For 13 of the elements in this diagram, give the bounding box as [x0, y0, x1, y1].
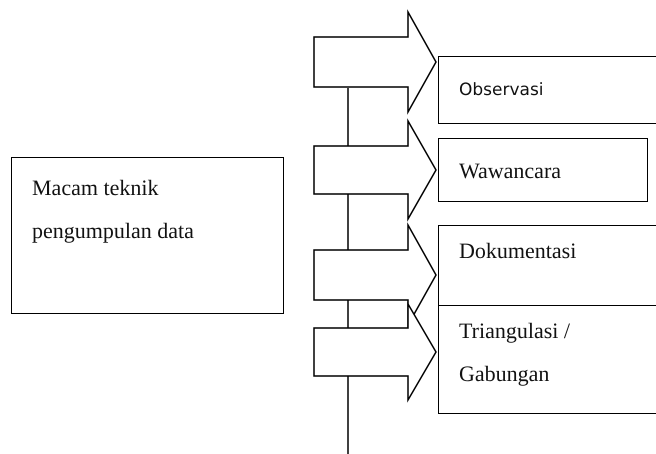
topic-box: [11, 157, 284, 314]
block-arrow: [313, 9, 437, 115]
box-label: Wawancara: [459, 157, 562, 185]
technique-box: [438, 305, 656, 414]
box-label: Macam teknik pengumpulan data: [32, 174, 195, 245]
technique-box: [438, 225, 656, 306]
box-label: Observasi: [459, 79, 545, 102]
technique-box: [438, 56, 656, 124]
box-label: Dokumentasi: [459, 237, 578, 265]
box-label: Triangulasi / Gabungan: [459, 317, 572, 388]
block-arrow: [313, 118, 437, 222]
technique-box: [438, 138, 648, 202]
block-arrow: [313, 301, 437, 403]
